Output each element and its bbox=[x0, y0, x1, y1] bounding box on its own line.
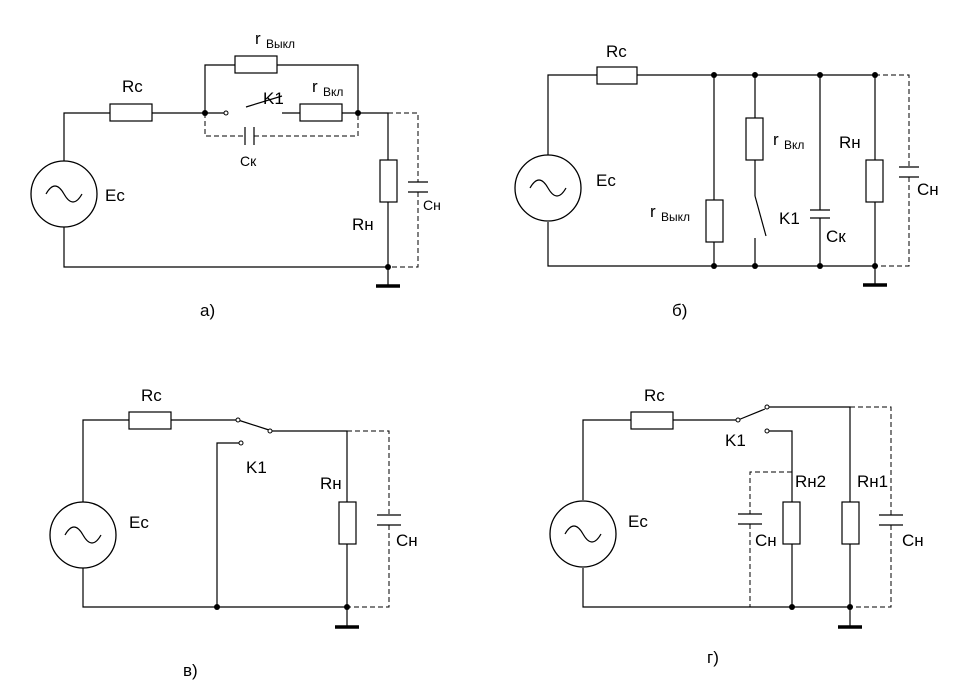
diagram-g-capacitor-cn1 bbox=[879, 514, 903, 526]
diagram-g-wires bbox=[582, 406, 851, 608]
diagram-a-node bbox=[385, 264, 391, 270]
diagram-a-resistor-r-off bbox=[234, 55, 278, 74]
diagram-b-label-r-off-sub: Выкл bbox=[661, 210, 690, 224]
diagram-g-label-ec: Ec bbox=[628, 512, 648, 531]
diagram-b-label-ec: Ec bbox=[596, 171, 616, 190]
diagram-b-resistor-r-off bbox=[705, 199, 724, 243]
diagram-g-label-rn2: Rн2 bbox=[795, 472, 826, 491]
diagram-b-resistor-rn bbox=[865, 159, 884, 203]
diagram-g: Rc Ec K1 Rн2 Rн1 Сн Сн г) bbox=[549, 386, 924, 667]
diagram-b-resistor-r-on bbox=[745, 117, 764, 161]
diagram-g-label-cn2: Сн bbox=[755, 531, 777, 550]
diagram-v-capacitor-cn bbox=[377, 514, 401, 526]
diagram-b-source-ec bbox=[514, 154, 582, 222]
diagram-a-source-ec bbox=[30, 160, 98, 228]
diagram-v-label-rc: Rc bbox=[141, 386, 162, 405]
diagram-v-resistor-rn bbox=[338, 501, 357, 545]
diagram-v-node bbox=[214, 604, 220, 610]
diagram-a-caption: а) bbox=[200, 301, 215, 320]
diagram-a-ck-loop bbox=[204, 113, 359, 137]
diagram-g-label-k1: K1 bbox=[725, 431, 746, 450]
diagram-a-resistor-r-on bbox=[299, 103, 343, 122]
diagram-a-label-k1: K1 bbox=[263, 89, 284, 108]
diagram-g-capacitor-cn2 bbox=[738, 513, 762, 525]
diagram-b-node bbox=[817, 72, 823, 78]
diagram-g-node bbox=[789, 604, 795, 610]
diagram-v-switch-contact bbox=[238, 440, 244, 446]
diagram-b-switch-k1 bbox=[754, 195, 767, 237]
diagram-a-label-r-off: r bbox=[255, 29, 261, 48]
diagram-b-node bbox=[711, 263, 717, 269]
diagram-a-label-rc: Rc bbox=[122, 77, 143, 96]
diagram-g-caption: г) bbox=[707, 648, 719, 667]
diagram-b-resistor-rc bbox=[596, 66, 638, 85]
diagram-v-label-rn: Rн bbox=[320, 474, 342, 493]
diagram-a-label-ec: Ec bbox=[105, 186, 125, 205]
diagram-a-label-rn: Rн bbox=[352, 215, 374, 234]
diagram-a-resistor-rn bbox=[379, 159, 398, 203]
diagram-g-resistor-rc bbox=[630, 411, 674, 430]
diagram-b-node bbox=[817, 263, 823, 269]
diagram-g-label-cn1: Сн bbox=[902, 531, 924, 550]
diagram-b-wires bbox=[547, 74, 876, 267]
diagram-v: Rc Ec K1 Rн Сн в) bbox=[49, 386, 418, 680]
diagram-g-switch-contact bbox=[764, 428, 770, 434]
diagram-g-label-rn1: Rн1 bbox=[857, 472, 888, 491]
diagram-g-resistor-rn2 bbox=[782, 501, 801, 545]
diagram-a-capacitor-cn bbox=[408, 181, 428, 193]
diagram-g-cn1-loop bbox=[850, 406, 892, 608]
diagram-b-capacitor-ck bbox=[810, 209, 830, 219]
diagram-a-resistor-rc bbox=[109, 103, 153, 122]
diagram-b-node bbox=[711, 72, 717, 78]
diagram-a-switch-contact bbox=[223, 110, 229, 116]
diagram-a-node bbox=[202, 110, 208, 116]
diagram-b-label-cn: Сн bbox=[917, 180, 939, 199]
diagram-b: Rc Ec r Выкл r Вкл K1 Ск Rн Сн б) bbox=[514, 42, 939, 320]
diagram-g-resistor-rn1 bbox=[841, 501, 860, 545]
diagram-a: Rc Ec K1 r Выкл r Вкл Ск Rн Сн а) bbox=[30, 29, 441, 320]
diagram-v-caption: в) bbox=[183, 661, 198, 680]
diagram-v-resistor-rc bbox=[128, 411, 172, 430]
diagram-a-node bbox=[355, 110, 361, 116]
diagram-g-source-ec bbox=[549, 500, 617, 568]
diagram-a-label-r-on: r bbox=[312, 77, 318, 96]
diagram-a-label-r-on-sub: Вкл bbox=[323, 85, 343, 99]
diagram-b-cn-loop bbox=[875, 74, 910, 267]
diagram-g-node bbox=[847, 604, 853, 610]
diagram-g-switch-contact bbox=[764, 404, 770, 410]
diagram-b-node bbox=[872, 263, 878, 269]
diagram-b-label-k1: K1 bbox=[779, 209, 800, 228]
diagram-b-label-r-off: r bbox=[650, 202, 656, 221]
diagram-a-label-cn: Сн bbox=[423, 197, 441, 213]
diagram-v-switch-contact bbox=[235, 417, 241, 423]
diagram-v-label-cn: Сн bbox=[396, 531, 418, 550]
diagram-a-label-r-off-sub: Выкл bbox=[266, 37, 295, 51]
diagram-v-label-k1: K1 bbox=[246, 458, 267, 477]
diagram-g-label-rc: Rc bbox=[644, 386, 665, 405]
diagram-v-wires bbox=[82, 419, 348, 608]
diagram-b-node bbox=[752, 72, 758, 78]
diagram-a-cn-loop bbox=[388, 112, 419, 268]
diagram-b-label-r-on: r bbox=[773, 130, 779, 149]
diagram-v-switch-contact bbox=[267, 428, 273, 434]
diagram-b-label-rc: Rc bbox=[606, 42, 627, 61]
diagram-a-capacitor-ck bbox=[244, 127, 255, 145]
diagram-v-node bbox=[344, 604, 350, 610]
diagram-a-label-ck: Ск bbox=[240, 153, 257, 169]
diagram-b-label-ck: Ск bbox=[826, 227, 846, 246]
diagram-b-node bbox=[872, 72, 878, 78]
diagram-b-label-r-on-sub: Вкл bbox=[784, 138, 804, 152]
diagram-b-caption: б) bbox=[672, 301, 687, 320]
diagram-v-label-ec: Ec bbox=[129, 513, 149, 532]
diagram-v-cn-loop bbox=[347, 430, 390, 608]
diagram-b-label-rn: Rн bbox=[839, 133, 861, 152]
diagram-g-cn2-loop bbox=[749, 471, 792, 607]
diagram-g-switch-contact bbox=[735, 417, 741, 423]
diagram-v-switch-k1 bbox=[237, 419, 270, 431]
diagram-b-capacitor-cn bbox=[899, 166, 919, 178]
diagram-v-source-ec bbox=[49, 501, 117, 569]
diagram-b-node bbox=[752, 263, 758, 269]
